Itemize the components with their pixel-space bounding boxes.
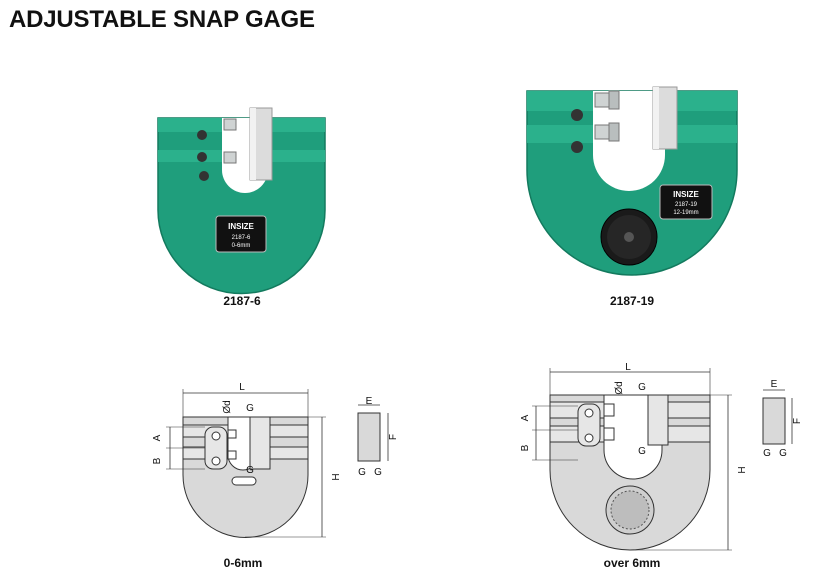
dim-G-bottom: G — [638, 446, 646, 457]
side-G-left: G — [358, 467, 366, 478]
dim-d: Ød — [614, 381, 625, 394]
badge-code: 2187-6 — [232, 235, 251, 241]
dim-F: F — [388, 434, 399, 440]
badge-code: 2187-19 — [675, 202, 698, 208]
snap-gage-photo-large: INSIZE 2187-19 12-19mm — [526, 86, 738, 276]
dim-G-bottom: G — [246, 465, 254, 476]
side-G-right: G — [374, 467, 382, 478]
badge-brand: INSIZE — [673, 190, 699, 199]
dim-B: B — [152, 457, 163, 464]
badge-range: 0-6mm — [232, 243, 251, 249]
drawing-caption-over-6mm: over 6mm — [603, 556, 661, 570]
dim-L: L — [625, 362, 631, 373]
page-title: ADJUSTABLE SNAP GAGE — [9, 6, 315, 33]
model-caption-2187-6: 2187-6 — [223, 294, 261, 308]
model-caption-2187-19: 2187-19 — [609, 294, 655, 308]
side-G-right: G — [779, 448, 787, 459]
dim-A: A — [152, 434, 163, 441]
drawing-caption-0-6mm: 0-6mm — [223, 556, 263, 570]
drawing-over-6mm: L H A B Ød G G E F G G — [520, 362, 803, 551]
dim-d: Ød — [222, 400, 233, 413]
dim-G-top: G — [638, 382, 646, 393]
dim-H: H — [329, 473, 340, 480]
badge-brand: INSIZE — [228, 222, 254, 231]
dim-H: H — [735, 466, 746, 473]
dim-L: L — [239, 382, 245, 393]
badge-range: 12-19mm — [673, 210, 698, 216]
dim-G-top: G — [246, 403, 254, 414]
dim-F: F — [792, 418, 803, 424]
side-G-left: G — [763, 448, 771, 459]
dim-E: E — [771, 379, 778, 390]
snap-gage-photo-small: INSIZE 2187-6 0-6mm — [157, 107, 326, 295]
dim-A: A — [520, 414, 531, 421]
dim-E: E — [366, 396, 373, 407]
drawing-0-6mm: L H A B Ød G G E F G G — [152, 382, 399, 538]
dim-B: B — [520, 444, 531, 451]
